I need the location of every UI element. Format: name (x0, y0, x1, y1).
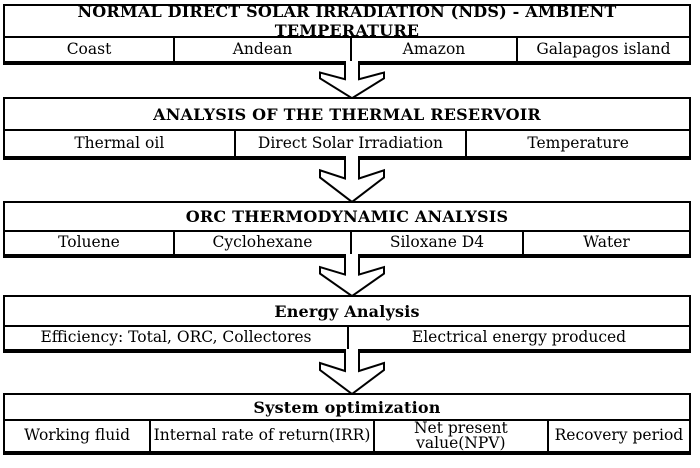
down-arrow-icon (318, 349, 386, 395)
stage-cell-row: Thermal oil Direct Solar Irradiation Tem… (5, 131, 689, 156)
stage-title: NORMAL DIRECT SOLAR IRRADIATION (NDS) - … (5, 2, 689, 40)
cell-amazon: Amazon (349, 38, 516, 61)
cell-siloxane-d4: Siloxane D4 (349, 232, 522, 254)
stage-thermal-reservoir-analysis: ANALYSIS OF THE THERMAL RESERVOIR Therma… (3, 97, 691, 160)
cell-galapagos-island: Galapagos island (516, 38, 689, 61)
stage-cell-row: Toluene Cyclohexane Siloxane D4 Water (5, 232, 689, 254)
cell-thermal-oil: Thermal oil (74, 133, 165, 152)
stage-title: ANALYSIS OF THE THERMAL RESERVOIR (5, 99, 689, 131)
cell-recovery-period: Recovery period (546, 421, 689, 451)
stage-cell-row: Working fluid Internal rate of return(IR… (5, 421, 689, 451)
cell-direct-solar-irradiation: Direct Solar Irradiation (233, 131, 466, 156)
connector-gap (3, 156, 691, 201)
down-arrow-icon (318, 61, 386, 99)
stage-energy-analysis: Energy Analysis Efficiency: Total, ORC, … (3, 295, 691, 353)
cell-water: Water (521, 232, 689, 254)
down-arrow-icon (318, 156, 386, 203)
stage-title: System optimization (5, 395, 689, 421)
cell-andean: Andean (173, 38, 350, 61)
flowchart-stack: NORMAL DIRECT SOLAR IRRADIATION (NDS) - … (3, 2, 691, 455)
stage-title: ORC THERMODYNAMIC ANALYSIS (5, 203, 689, 232)
cell-efficiency-total-orc-collectors: Efficiency: Total, ORC, Collectores (40, 328, 312, 347)
stage-cell-row: Coast Andean Amazon Galapagos island (5, 38, 689, 61)
connector-gap (3, 349, 691, 393)
cell-working-fluid: Working fluid (24, 426, 131, 445)
cell-net-present-value: Net present value(NPV) (372, 421, 547, 451)
stage-nds-ambient-temperature: NORMAL DIRECT SOLAR IRRADIATION (NDS) - … (3, 2, 691, 65)
cell-electrical-energy-produced: Electrical energy produced (347, 327, 689, 349)
cell-coast: Coast (66, 39, 112, 58)
stage-title: Energy Analysis (5, 297, 689, 327)
cell-temperature: Temperature (465, 131, 689, 156)
cell-toluene: Toluene (58, 233, 120, 252)
cell-cyclohexane: Cyclohexane (173, 232, 350, 254)
stage-cell-row: Efficiency: Total, ORC, Collectores Elec… (5, 327, 689, 349)
stage-orc-thermodynamic-analysis: ORC THERMODYNAMIC ANALYSIS Toluene Cyclo… (3, 201, 691, 258)
stage-system-optimization: System optimization Working fluid Intern… (3, 393, 691, 455)
connector-gap (3, 254, 691, 295)
down-arrow-icon (318, 254, 386, 297)
connector-gap (3, 61, 691, 97)
cell-internal-rate-of-return: Internal rate of return(IRR) (149, 421, 373, 451)
